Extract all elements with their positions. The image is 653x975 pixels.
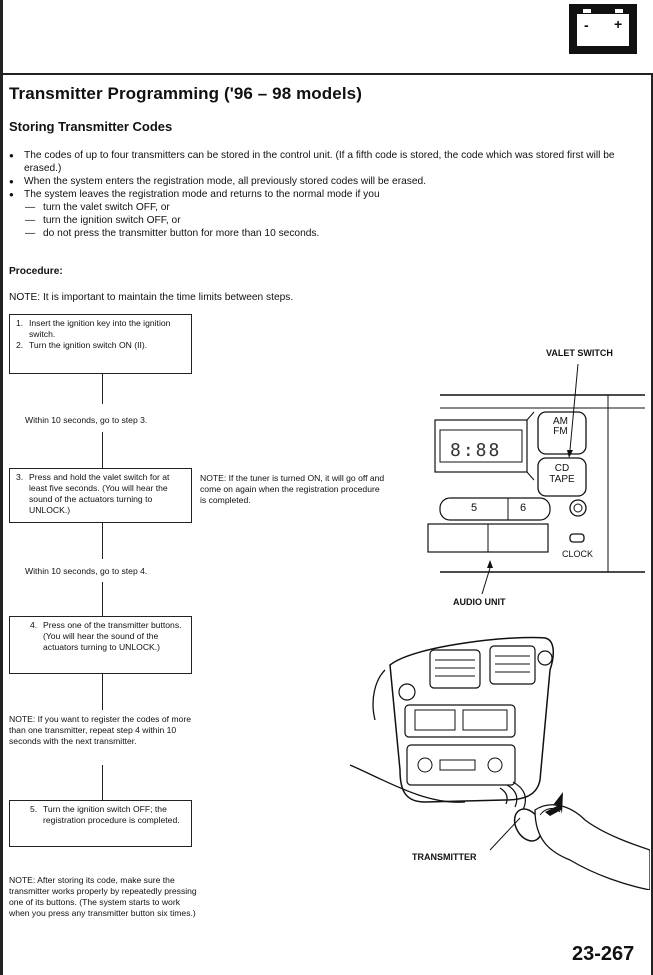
procedure-label: Procedure: bbox=[9, 266, 63, 277]
procedure-note: NOTE: It is important to maintain the ti… bbox=[9, 292, 294, 303]
bullet-list: The codes of up to four transmitters can… bbox=[9, 149, 635, 240]
register-note: NOTE: If you want to register the codes … bbox=[9, 714, 191, 746]
page-number: 23-267 bbox=[572, 943, 635, 965]
valet-switch-label: VALET SWITCH bbox=[546, 348, 613, 358]
step-box-5: 5.Turn the ignition switch OFF; the regi… bbox=[9, 800, 192, 847]
page-border-right bbox=[651, 73, 653, 975]
preset-5: 5 bbox=[471, 502, 478, 514]
flow-connector bbox=[102, 374, 103, 404]
battery-terminal-neg bbox=[583, 9, 591, 13]
flow-connector bbox=[102, 582, 103, 616]
preset-6: 6 bbox=[520, 502, 527, 514]
transmitter-label: TRANSMITTER bbox=[412, 852, 477, 862]
battery-plus: + bbox=[614, 16, 623, 32]
header-rule bbox=[0, 73, 653, 75]
battery-icon: - + bbox=[569, 4, 637, 54]
tuner-note: NOTE: If the tuner is turned ON, it will… bbox=[200, 473, 385, 505]
page-title: Transmitter Programming ('96 – 98 models… bbox=[9, 84, 362, 103]
within-note-2: Within 10 seconds, go to step 4. bbox=[25, 566, 148, 576]
flow-connector bbox=[102, 523, 103, 559]
section-title: Storing Transmitter Codes bbox=[9, 119, 173, 134]
dashboard-figure bbox=[349, 636, 650, 890]
battery-terminal-pos bbox=[615, 9, 623, 13]
flow-connector bbox=[102, 674, 103, 710]
page-border-left bbox=[0, 0, 3, 975]
bullet-item: When the system enters the registration … bbox=[9, 175, 635, 188]
sub-item: —turn the ignition switch OFF, or bbox=[25, 215, 181, 226]
battery-minus: - bbox=[584, 17, 589, 33]
battery-icon-body: - + bbox=[577, 9, 629, 46]
after-note: NOTE: After storing its code, make sure … bbox=[9, 875, 197, 918]
audio-unit-figure bbox=[427, 363, 645, 595]
sub-item: —turn the valet switch OFF, or bbox=[25, 202, 170, 213]
bullet-item: The system leaves the registration mode … bbox=[9, 188, 635, 201]
step-box-1-2: 1.Insert the ignition key into the ignit… bbox=[9, 314, 192, 374]
sub-item: —do not press the transmitter button for… bbox=[25, 228, 320, 239]
flow-connector bbox=[102, 765, 103, 800]
clock-display: 8:88 bbox=[450, 440, 502, 461]
step-box-4: 4.Press one of the transmitter buttons. … bbox=[9, 616, 192, 674]
step-box-3: 3.Press and hold the valet switch for at… bbox=[9, 468, 192, 523]
clock-label: CLOCK bbox=[562, 549, 594, 559]
within-note-1: Within 10 seconds, go to step 3. bbox=[25, 415, 148, 425]
audio-unit-label: AUDIO UNIT bbox=[453, 597, 506, 607]
bullet-item: The codes of up to four transmitters can… bbox=[9, 149, 635, 175]
flow-connector bbox=[102, 432, 103, 468]
